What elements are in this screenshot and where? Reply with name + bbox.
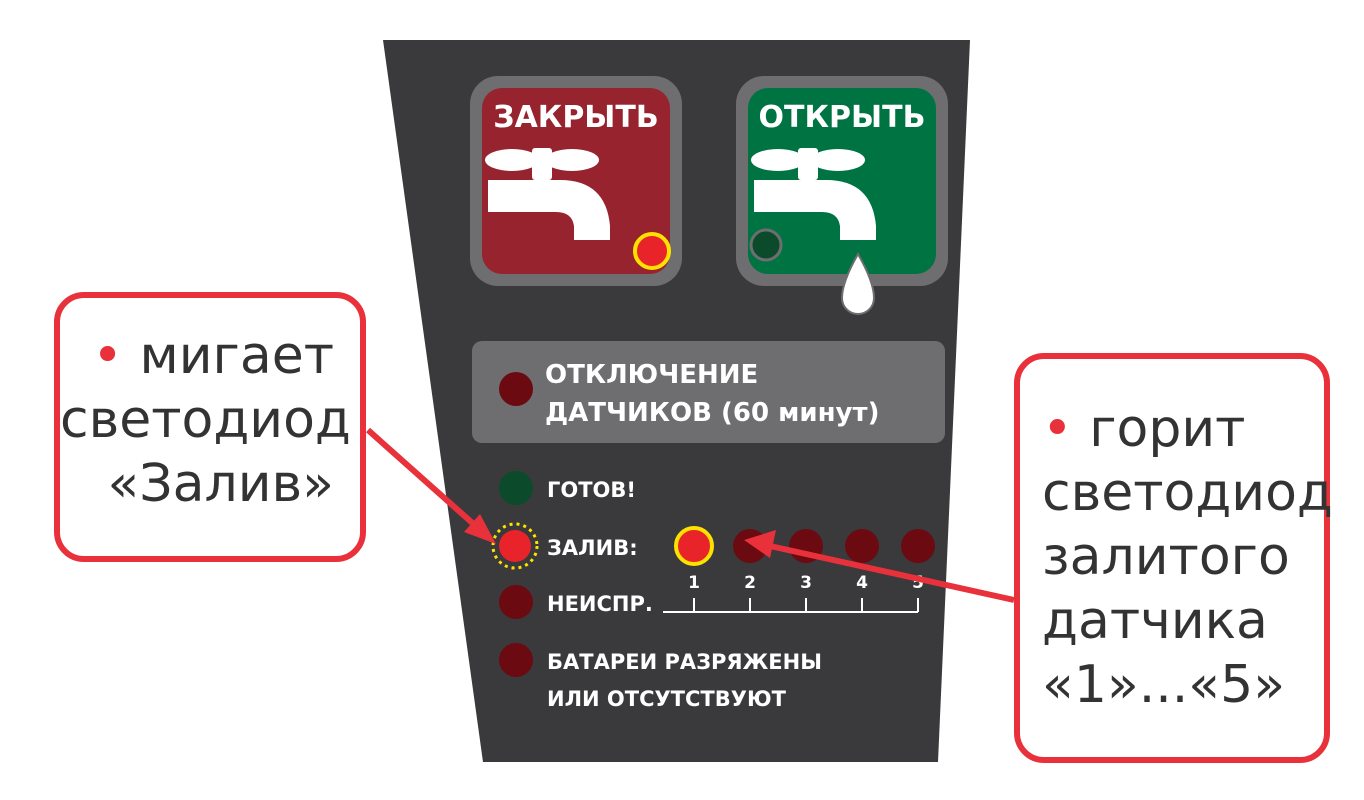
open-button-led <box>749 228 783 262</box>
close-button-label: ЗАКРЫТЬ <box>493 100 658 135</box>
sensor-number-5: 5 <box>912 573 924 593</box>
open-button-face <box>748 88 936 274</box>
sensor-scale-bracket <box>663 598 919 613</box>
callout-right-line1: горит <box>1072 399 1246 459</box>
sensors-off-line1: ОТКЛЮЧЕНИЕ <box>545 360 758 390</box>
faucet-open-icon <box>751 148 876 240</box>
flood-led-blink-ring <box>491 522 539 570</box>
callout-flooded-sensor-led: • горит светодиод залитого датчика «1»..… <box>1014 353 1333 763</box>
sensors-off-led <box>499 372 533 406</box>
callout-left-line3: «Залив» <box>107 454 334 514</box>
callout-bullet: • <box>92 326 123 386</box>
battery-led <box>499 643 533 677</box>
sensor-led-4 <box>845 529 879 563</box>
callout-right-line2: светодиод <box>1042 463 1333 523</box>
callout-right-line5: «1»...«5» <box>1042 655 1286 715</box>
sensor-number-2: 2 <box>744 573 756 593</box>
callout-left-line2: светодиод <box>60 390 351 450</box>
callout-left-line1: мигает <box>122 326 334 386</box>
sensor-number-4: 4 <box>856 573 868 593</box>
callout-right-line3: залитого <box>1042 527 1290 587</box>
flood-label: ЗАЛИВ: <box>547 536 638 560</box>
close-valve-button[interactable]: ЗАКРЫТЬ <box>470 76 682 286</box>
arrow-left-callout <box>366 427 496 544</box>
ready-led <box>499 471 533 505</box>
sensor-led-5 <box>901 529 935 563</box>
battery-line1: БАТАРЕИ РАЗРЯЖЕНЫ <box>547 650 822 674</box>
fault-label: НЕИСПР. <box>547 592 653 616</box>
sensors-off-button[interactable]: ОТКЛЮЧЕНИЕ ДАТЧИКОВ (60 минут) <box>472 341 945 443</box>
flood-led <box>499 530 531 562</box>
close-button-face <box>482 88 670 274</box>
open-button-label: ОТКРЫТЬ <box>759 100 926 135</box>
ready-label: ГОТОВ! <box>547 478 636 502</box>
arrow-right-callout <box>744 530 1015 603</box>
sensor-number-3: 3 <box>800 573 812 593</box>
fault-led <box>499 585 533 619</box>
sensor-led-1 <box>674 526 714 566</box>
callout-blinking-flood-led: • мигает светодиод «Залив» <box>54 292 366 562</box>
callout-right-line4: датчика <box>1042 591 1268 651</box>
callout-bullet: • <box>1042 399 1073 459</box>
water-drop-icon <box>840 251 876 315</box>
close-button-led <box>633 232 671 270</box>
faucet-closed-icon <box>485 148 610 240</box>
sensor-number-1: 1 <box>688 573 700 593</box>
sensors-off-line2: ДАТЧИКОВ (60 минут) <box>545 398 879 428</box>
battery-line2: ИЛИ ОТСУТСТВУЮТ <box>547 687 787 711</box>
open-valve-button[interactable]: ОТКРЫТЬ <box>736 76 948 315</box>
